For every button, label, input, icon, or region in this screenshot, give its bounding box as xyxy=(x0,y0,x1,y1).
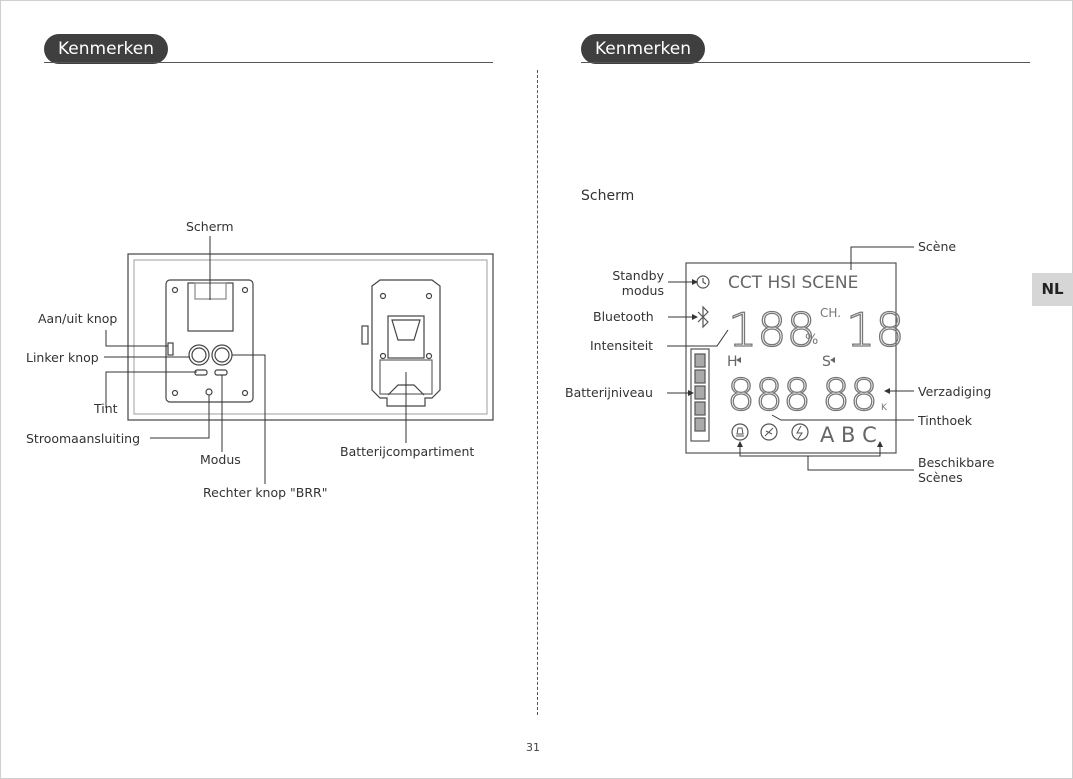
label-standby: Standby modus xyxy=(596,268,664,298)
label-bluetooth: Bluetooth xyxy=(593,309,654,324)
label-intensiteit: Intensiteit xyxy=(590,338,653,353)
lcd-s: S xyxy=(822,354,831,370)
language-tab: NL xyxy=(1032,273,1073,306)
lcd-ch: CH. xyxy=(820,306,841,320)
lcd-hue-digits: 888 xyxy=(727,370,811,421)
lcd-channel-digits: 18 xyxy=(846,303,905,357)
label-scene: Scène xyxy=(918,239,956,254)
label-standby-line1: Standby xyxy=(596,268,664,283)
lcd-scenes: A B C xyxy=(820,423,877,447)
lcd-k: K xyxy=(881,403,888,413)
lcd-h: H xyxy=(727,354,738,370)
page-number: 31 xyxy=(526,741,540,754)
label-tinthoek: Tinthoek xyxy=(918,413,972,428)
lcd-sat-digits: 88 xyxy=(822,370,878,421)
lcd-intensity-digits: 188 xyxy=(728,303,816,357)
label-beschikbare-scenes: Beschikbare Scènes xyxy=(918,455,994,485)
label-beschikbare-line2: Scènes xyxy=(918,470,994,485)
lcd-modes-text: CCT HSI SCENE xyxy=(728,273,858,293)
label-standby-line2: modus xyxy=(596,283,664,298)
label-beschikbare-line1: Beschikbare xyxy=(918,455,994,470)
label-batterijniveau: Batterijniveau xyxy=(565,385,653,400)
lcd-percent: % xyxy=(805,332,818,348)
label-verzadiging: Verzadiging xyxy=(918,384,991,399)
